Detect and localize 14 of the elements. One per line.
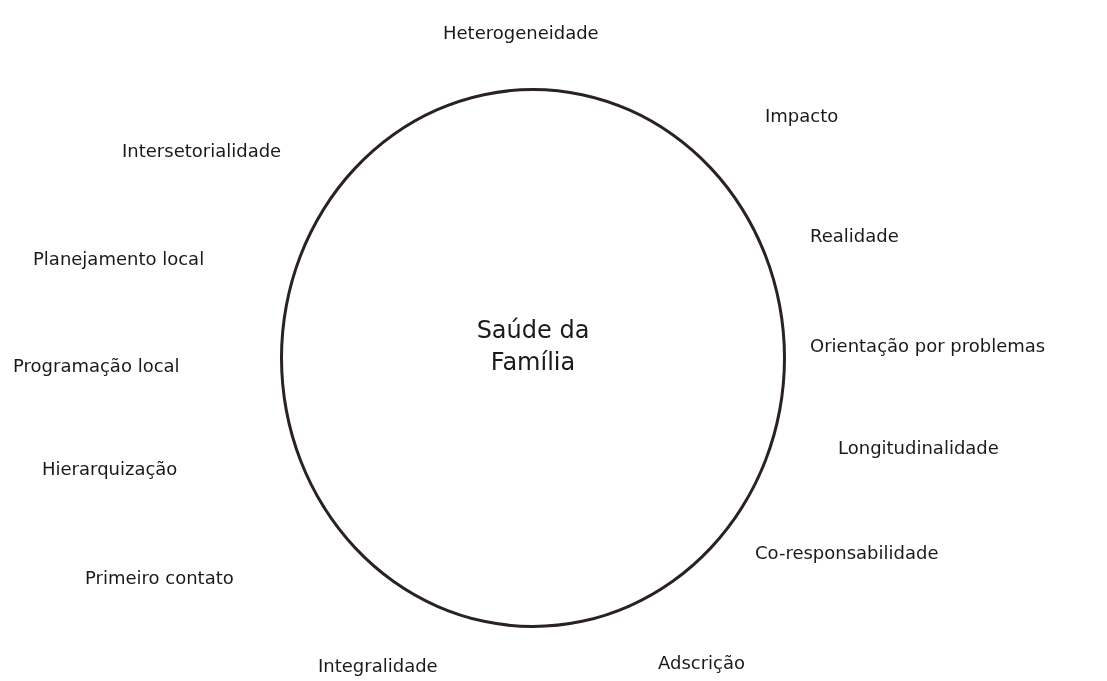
principle-label: Orientação por problemas	[810, 334, 1046, 356]
principle-label: Impacto	[765, 104, 839, 126]
circle-label: Saúde da Família	[475, 314, 591, 378]
principle-label: Integralidade	[318, 654, 438, 676]
principle-label: Heterogeneidade	[443, 21, 599, 43]
principle-label: Primeiro contato	[85, 566, 234, 588]
principle-label: Planejamento local	[33, 247, 205, 269]
principle-label: Longitudinalidade	[838, 436, 999, 458]
principle-label: Adscrição	[658, 651, 746, 673]
principle-label: Programação local	[13, 354, 180, 376]
principle-label: Realidade	[810, 224, 899, 246]
principle-label: Co-responsabilidade	[755, 541, 939, 563]
principle-label: Intersetorialidade	[122, 139, 282, 161]
principle-label: Hierarquização	[42, 457, 178, 479]
